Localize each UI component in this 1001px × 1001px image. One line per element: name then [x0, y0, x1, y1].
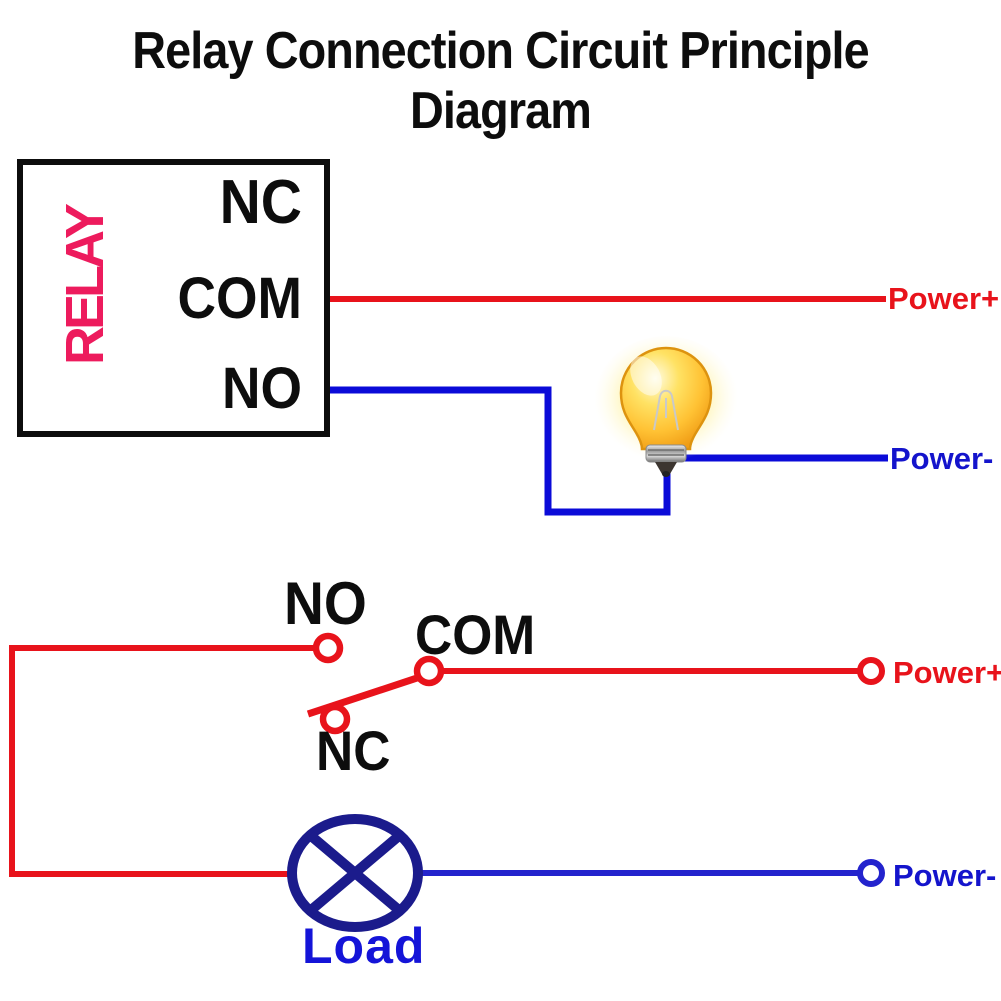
load-label: Load: [302, 918, 426, 974]
wire-no-to-bulb-to-power-minus: [329, 386, 888, 516]
power-minus-top-label: Power-: [890, 441, 994, 476]
terminal-no: [312, 632, 344, 664]
bulb-contact: [662, 471, 670, 477]
load-cross: [306, 831, 404, 915]
bulb-base-tip: [655, 462, 677, 474]
bulb-highlight: [630, 356, 662, 396]
power-plus-top-label: Power+: [888, 281, 1000, 316]
bulb-filament: [653, 389, 679, 431]
relay-terminal-nc-label: NC: [219, 168, 302, 237]
relay-terminal-no-label: NO: [221, 356, 302, 421]
terminal-nc: [319, 703, 351, 735]
switch-com-label: COM: [415, 603, 536, 666]
relay-label: RELAY: [55, 206, 115, 365]
power-minus-bottom-label: Power-: [893, 858, 997, 893]
switch-no-label: NO: [284, 570, 367, 637]
page-title: Relay Connection Circuit Principle Diagr…: [132, 22, 869, 140]
bulb-screw-ridges: [648, 449, 684, 456]
relay-box: [17, 159, 330, 437]
switch-nc-label: NC: [316, 719, 391, 782]
power-plus-bottom-label: Power+: [893, 655, 1001, 690]
bulb-screw-base: [645, 444, 687, 463]
light-bulb-icon: [594, 336, 738, 477]
terminal-power-plus: [857, 657, 885, 685]
load-lamp-icon: [287, 814, 423, 932]
wire-no-to-load: [9, 645, 314, 877]
terminal-power-minus: [857, 859, 885, 887]
terminal-com: [413, 655, 445, 687]
relay-terminal-com-label: COM: [177, 266, 302, 331]
